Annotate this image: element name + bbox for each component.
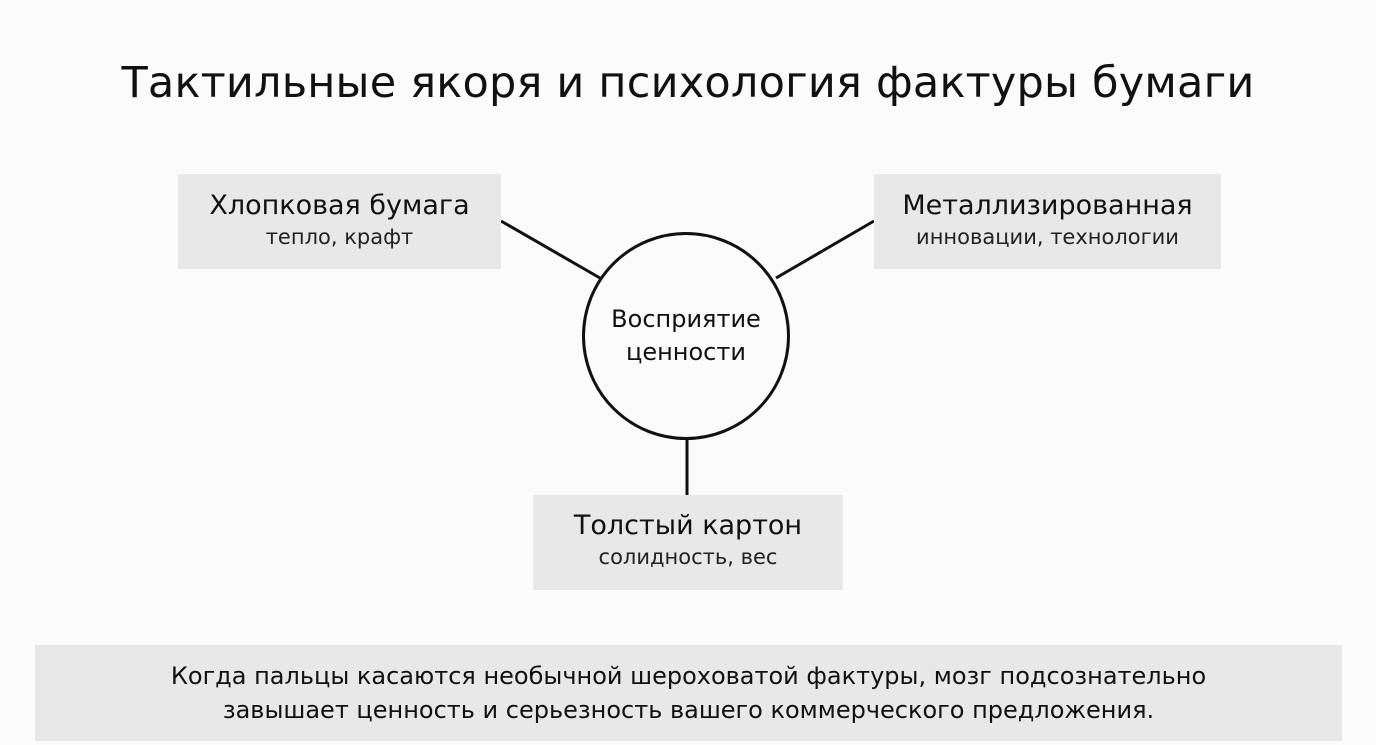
center-node-line1: Восприятие <box>611 305 761 333</box>
connector-right <box>775 219 875 280</box>
node-thick-cardboard-heading: Толстый картон <box>573 510 803 541</box>
node-cotton-paper: Хлопковая бумага тепло, крафт <box>178 174 501 269</box>
node-thick-cardboard: Толстый картон солидность, вес <box>533 495 843 590</box>
diagram-title: Тактильные якоря и психология фактуры бу… <box>121 58 1255 108</box>
node-metallized: Металлизированная инновации, технологии <box>874 174 1221 269</box>
explanation-note: Когда пальцы касаются необычной шерохова… <box>35 645 1342 741</box>
explanation-note-line2: завышает ценность и серьезность вашего к… <box>222 696 1155 724</box>
connector-left <box>500 219 601 280</box>
node-metallized-subtitle: инновации, технологии <box>916 225 1179 249</box>
node-thick-cardboard-subtitle: солидность, вес <box>598 545 778 569</box>
node-cotton-paper-subtitle: тепло, крафт <box>265 225 414 249</box>
explanation-note-line1: Когда пальцы касаются необычной шерохова… <box>170 662 1207 690</box>
center-node: Восприятие ценности <box>582 232 790 440</box>
node-metallized-heading: Металлизированная <box>902 190 1193 221</box>
center-node-line2: ценности <box>626 338 746 366</box>
node-cotton-paper-heading: Хлопковая бумага <box>209 190 470 221</box>
